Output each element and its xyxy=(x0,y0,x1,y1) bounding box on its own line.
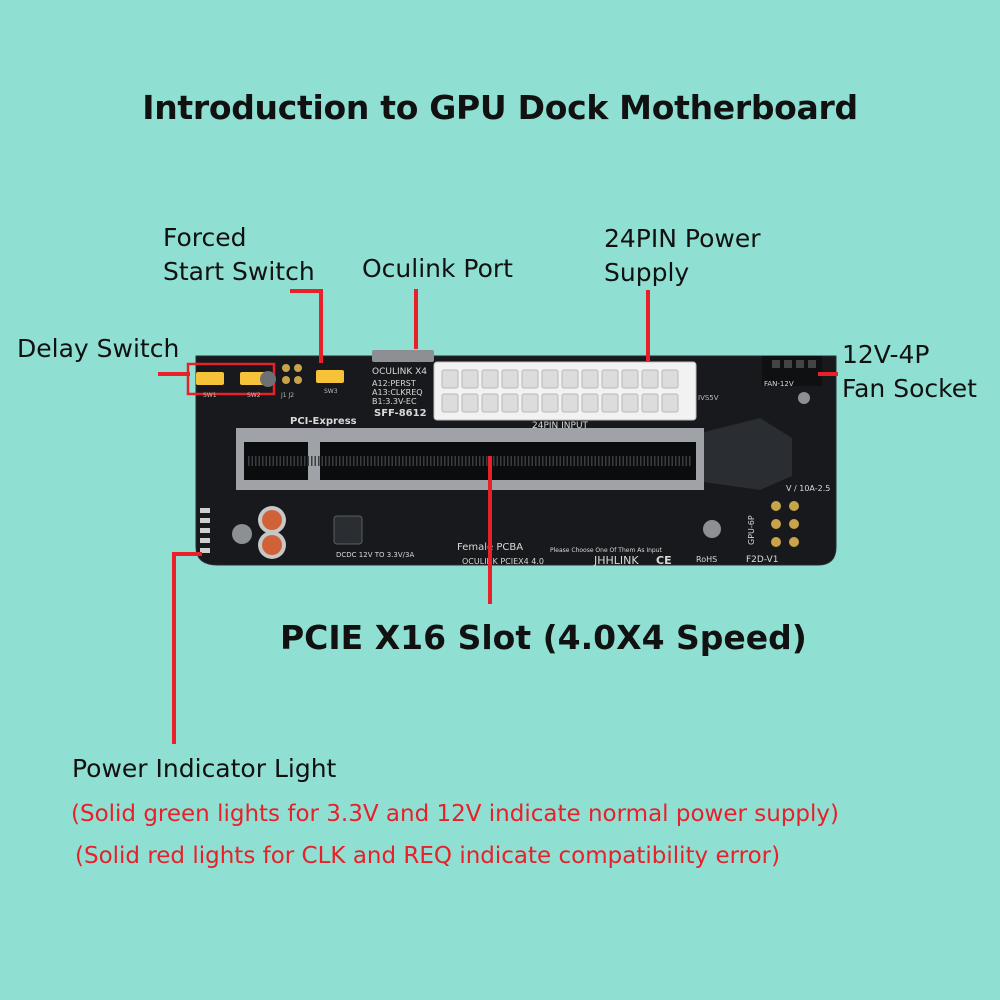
oculink-connector xyxy=(372,350,434,362)
label-line: Supply xyxy=(604,258,690,287)
switch-sw3 xyxy=(316,370,344,383)
page-title: Introduction to GPU Dock Motherboard xyxy=(142,88,858,127)
silk-input-choice: Please Choose One Of Them As Input xyxy=(550,547,663,554)
silk-ce: CE xyxy=(656,554,672,567)
callout-line-oculink xyxy=(414,289,418,349)
jumper-j1 xyxy=(282,376,290,384)
silk-pci-express: PCI-Express xyxy=(290,416,357,427)
silk-gpu-6p: GPU-6P xyxy=(747,515,756,545)
note-green-lights: (Solid green lights for 3.3V and 12V ind… xyxy=(71,801,840,827)
label-line: Forced xyxy=(163,223,247,252)
fan-header-pin xyxy=(796,360,804,368)
slot-latch xyxy=(704,418,792,490)
mounting-screw xyxy=(232,524,252,544)
label-line: 24PIN Power xyxy=(604,224,761,253)
silk-sw2: SW2 xyxy=(247,392,261,399)
note-red-lights: (Solid red lights for CLK and REQ indica… xyxy=(75,843,781,869)
label-delay-switch: Delay Switch xyxy=(17,334,180,363)
silk-f2d: F2D-V1 xyxy=(746,555,778,565)
fan-header-pin xyxy=(784,360,792,368)
label-oculink-port: Oculink Port xyxy=(362,254,513,283)
label-pcie-slot: PCIE X16 Slot (4.0X4 Speed) xyxy=(280,618,807,657)
callout-line-delay xyxy=(158,372,190,376)
silk-fan-12v: FAN-12V xyxy=(764,380,794,388)
label-line: Fan Socket xyxy=(842,374,977,403)
label-line: 12V-4P xyxy=(842,340,930,369)
label-line: Start Switch xyxy=(163,257,315,286)
switch-sw1 xyxy=(196,372,224,385)
silk-oculink-x4: OCULINK X4 xyxy=(372,367,427,377)
gpu-6p-connector xyxy=(771,501,799,547)
silk-dcdc: DCDC 12V TO 3.3V/3A xyxy=(336,551,414,559)
silk-oculink-pin: B1:3.3V-EC xyxy=(372,397,417,406)
silk-sw1: SW1 xyxy=(203,392,217,399)
silk-24pin-input: 24PIN INPUT xyxy=(532,421,589,431)
indicator-leds xyxy=(200,508,210,553)
mounting-screw xyxy=(703,520,721,538)
silk-sff: SFF-8612 xyxy=(374,408,427,419)
callout-line-indicator xyxy=(172,552,202,556)
inductor xyxy=(333,515,363,545)
fan-header-pin xyxy=(808,360,816,368)
silk-brand: JHHLINK xyxy=(593,554,639,567)
silk-ivs5v: IVS5V xyxy=(698,394,719,402)
silk-oculink-pin: A12:PERST xyxy=(372,379,416,388)
capacitor-top xyxy=(262,510,282,530)
callout-line-pcie xyxy=(488,456,492,604)
capacitor-top xyxy=(262,535,282,555)
jumper-j2 xyxy=(294,364,302,372)
silk-oculink-pin: A13:CLKREQ xyxy=(372,388,423,397)
jumper-j1 xyxy=(282,364,290,372)
silk-j1j2: J1 J2 xyxy=(280,392,294,399)
silk-oculink-pciex4: OCULINK PCIEX4 4.0 xyxy=(462,557,544,566)
callout-line-indicator xyxy=(172,552,176,744)
jumper-j2 xyxy=(294,376,302,384)
fan-header-pin xyxy=(772,360,780,368)
silk-rating: V / 10A-2.5 xyxy=(786,484,830,493)
mounting-screw xyxy=(798,392,810,404)
label-fan-socket: 12V-4P Fan Socket xyxy=(842,338,977,406)
label-24pin-power-supply: 24PIN Power Supply xyxy=(604,222,761,290)
callout-line-forced-start xyxy=(290,289,323,293)
callout-line-24pin xyxy=(646,290,650,362)
silk-rohs: RoHS xyxy=(696,555,717,564)
atx-24pin-grid xyxy=(441,369,679,413)
callout-line-forced-start xyxy=(319,289,323,363)
callout-line-fan xyxy=(818,372,838,376)
label-forced-start-switch: Forced Start Switch xyxy=(163,221,315,289)
silk-sw3: SW3 xyxy=(324,388,338,395)
label-power-indicator: Power Indicator Light xyxy=(72,754,337,783)
mounting-screw xyxy=(260,371,276,387)
